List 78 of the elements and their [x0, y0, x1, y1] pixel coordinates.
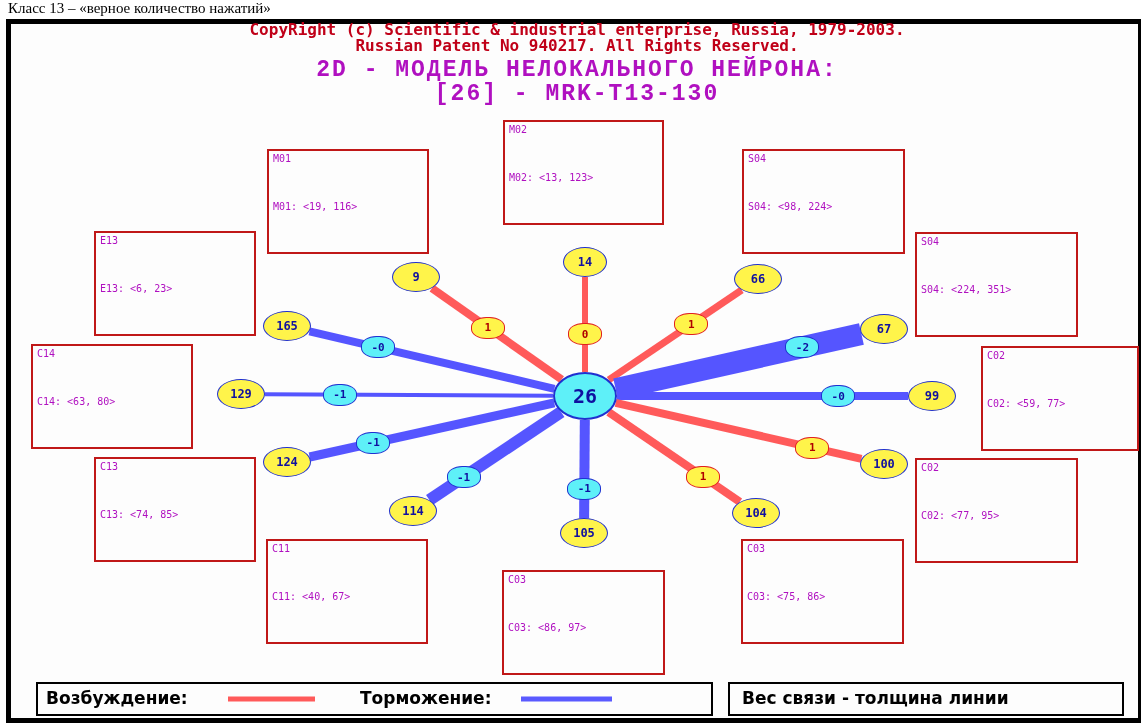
- connection-line: [579, 419, 590, 519]
- box-value: S04: <224, 351>: [921, 284, 1012, 295]
- weight-label: -1: [322, 383, 357, 406]
- box-value: C03: <75, 86>: [747, 591, 826, 602]
- input-oval: 165: [263, 311, 311, 341]
- legend-text: Возбуждение:: [46, 688, 188, 708]
- box-heading: M01: [273, 153, 292, 164]
- box-heading: M02: [509, 124, 528, 135]
- feature-box: [915, 458, 1078, 563]
- input-oval: 100: [860, 449, 908, 479]
- note-text: Вес связи - толщина линии: [742, 688, 1009, 708]
- box-heading: C02: [921, 462, 940, 473]
- box-heading: C03: [508, 574, 527, 585]
- feature-box: [94, 457, 256, 562]
- input-oval: 14: [563, 247, 607, 277]
- weight-label: -0: [821, 385, 856, 407]
- feature-box: [31, 344, 193, 449]
- connection-line: [606, 287, 744, 383]
- weight-label: 1: [470, 316, 505, 339]
- connection-line: [617, 392, 908, 400]
- input-oval: 9: [392, 262, 440, 292]
- box-value: E13: <6, 23>: [100, 283, 173, 294]
- feature-box: [981, 346, 1139, 451]
- box-heading: C13: [100, 461, 119, 472]
- box-value: C02: <59, 77>: [987, 398, 1066, 409]
- weight-label: 1: [686, 465, 721, 488]
- weight-label: -0: [361, 336, 396, 359]
- box-heading: C11: [272, 543, 291, 554]
- feature-box: [502, 570, 665, 675]
- copyright-text: Russian Patent No 940217. All Rights Reserved.: [355, 37, 799, 54]
- connection-line: [308, 327, 556, 393]
- weight-label: -2: [785, 336, 820, 359]
- box-value: C02: <77, 95>: [921, 510, 1000, 521]
- copyright-text: CopyRight (c) Scientific & industrial enterprise, Russia, 1979-2003.: [249, 21, 905, 38]
- input-oval: 105: [560, 518, 608, 548]
- feature-box: [742, 149, 905, 254]
- feature-box: [267, 149, 429, 254]
- box-heading: C02: [987, 350, 1006, 361]
- input-oval: 104: [732, 498, 780, 528]
- weight-label: -1: [567, 477, 602, 500]
- box-value: C13: <74, 85>: [100, 509, 179, 520]
- box-value: S04: <98, 224>: [748, 201, 833, 212]
- connection-line: [614, 399, 863, 463]
- input-oval: 114: [389, 496, 437, 526]
- input-oval: 129: [217, 379, 265, 409]
- connection-line: [429, 284, 564, 383]
- connection-line: [265, 392, 553, 398]
- weight-label: 1: [795, 436, 830, 459]
- input-oval: 67: [860, 314, 908, 344]
- legend-text: Торможение:: [360, 688, 492, 708]
- box-heading: C03: [747, 543, 766, 554]
- diagram-title: 2D - МОДЕЛЬ НЕЛОКАЛЬНОГО НЕЙРОНА:: [316, 58, 838, 82]
- box-value: C11: <40, 67>: [272, 591, 351, 602]
- box-value: C14: <63, 80>: [37, 396, 116, 407]
- connection-line: [308, 398, 556, 462]
- input-oval: 66: [734, 264, 782, 294]
- feature-box: [915, 232, 1078, 337]
- weight-label: 0: [568, 323, 602, 345]
- box-heading: E13: [100, 235, 119, 246]
- connection-line: [606, 408, 743, 506]
- box-value: M01: <19, 116>: [273, 201, 358, 212]
- box-heading: S04: [748, 153, 767, 164]
- box-value: C03: <86, 97>: [508, 622, 587, 633]
- box-value: M02: <13, 123>: [509, 172, 594, 183]
- model-id-heading: [26] - MRK-T13-130: [434, 82, 720, 106]
- weight-label: -1: [356, 431, 391, 454]
- feature-box: [266, 539, 428, 644]
- feature-box: [741, 539, 904, 644]
- weight-label: 1: [674, 313, 709, 336]
- box-heading: S04: [921, 236, 940, 247]
- weight-label: -1: [446, 466, 481, 489]
- caption-text: Класс 13 – «верное количество нажатий»: [8, 0, 271, 17]
- connection-line: [426, 407, 565, 506]
- box-heading: C14: [37, 348, 56, 359]
- input-oval: 99: [908, 381, 956, 411]
- input-oval: 124: [263, 447, 311, 477]
- feature-box: [94, 231, 256, 336]
- feature-box: [503, 120, 664, 225]
